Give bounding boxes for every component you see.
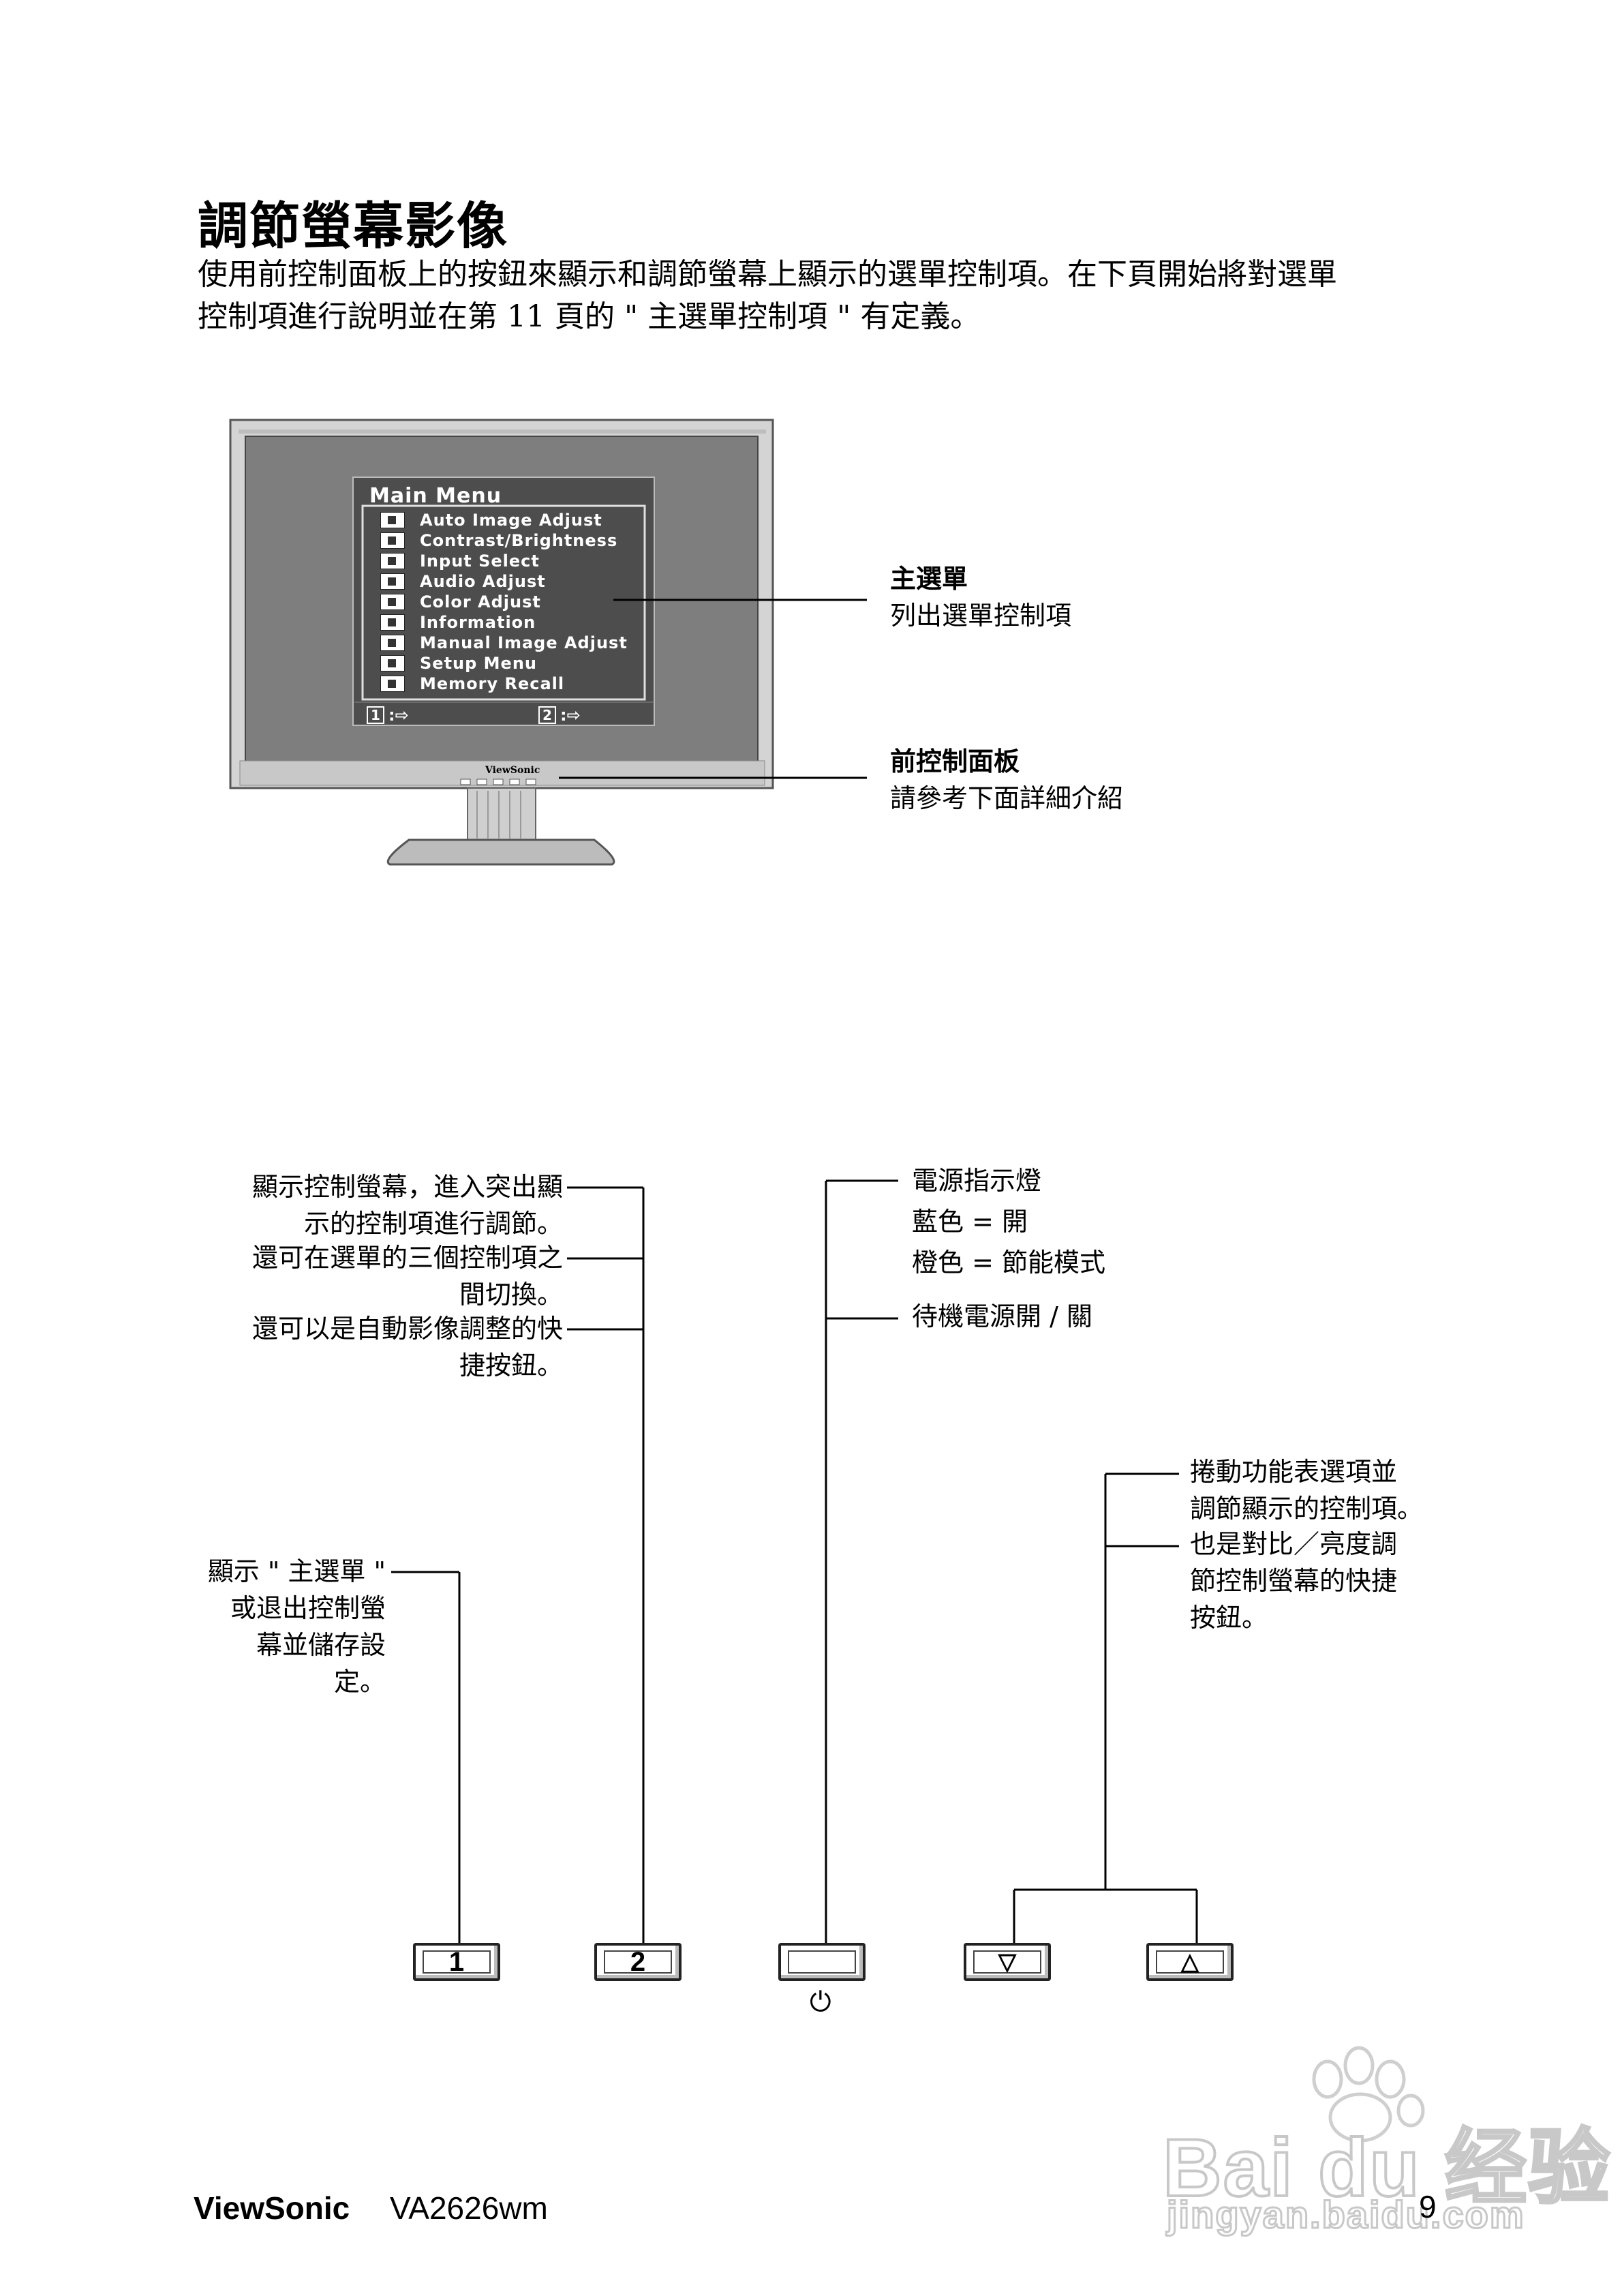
- osd-item-input-select: Input Select: [380, 551, 639, 571]
- callout-front-panel: 前控制面板 請參考下面詳細介紹: [890, 743, 1123, 817]
- osd-item-memory-recall: Memory Recall: [380, 674, 639, 694]
- callout-main-menu-head: 主選單: [890, 564, 968, 594]
- contrast-icon: [380, 532, 405, 549]
- enter-icon: :⇨: [560, 706, 581, 725]
- exit-icon: :⇨: [388, 706, 409, 725]
- callout-front-panel-desc: 請參考下面詳細介紹: [890, 783, 1124, 813]
- auto-adjust-icon: [380, 512, 405, 528]
- button-1[interactable]: 1: [413, 1943, 500, 1981]
- button2-note-3: 還可以是自動影像調整的快 捷按鈕。: [251, 1314, 563, 1380]
- callout-front-panel-head: 前控制面板: [890, 746, 1020, 776]
- button2-note-2: 還可在選單的三個控制項之 間切換。: [251, 1243, 563, 1310]
- up-button[interactable]: △: [1146, 1943, 1234, 1981]
- arrow-note-2: 也是對比／亮度調 節控制螢幕的快捷 按鈕。: [1190, 1529, 1398, 1633]
- power-indicator-orange: 橙色 = 節能模式: [912, 1248, 1105, 1278]
- intro-line-1: 使用前控制面板上的按鈕來顯示和調節螢幕上顯示的選單控制項。在下頁開始將對選單: [198, 257, 1337, 292]
- arrow-note-1: 捲動功能表選項並 調節顯示的控制項。: [1190, 1457, 1424, 1524]
- down-arrow-icon: ▽: [973, 1949, 1041, 1975]
- power-indicator-notes: 電源指示燈 藍色 = 開 橙色 = 節能模式: [912, 1160, 1105, 1283]
- callout-main-menu-desc: 列出選單控制項: [890, 601, 1072, 631]
- footer-model: VA2626wm: [390, 2190, 548, 2226]
- power-standby-note: 待機電源開 / 關: [912, 1301, 1092, 1331]
- audio-icon: [380, 573, 405, 590]
- osd-item-audio-adjust: Audio Adjust: [380, 571, 639, 592]
- osd-item-auto-image-adjust: Auto Image Adjust: [380, 510, 639, 530]
- recall-icon: [380, 676, 405, 692]
- power-indicator-label: 電源指示燈: [912, 1166, 1042, 1196]
- info-icon: [380, 614, 405, 631]
- page-title: 調節螢幕影像: [198, 197, 508, 256]
- monitor-brand: ViewSonic: [485, 765, 540, 776]
- osd-key-2: 2:⇨: [538, 705, 581, 725]
- watermark-paw-icon: [1312, 2046, 1425, 2143]
- osd-item-information: Information: [380, 612, 639, 633]
- osd-menu-title: Main Menu: [369, 484, 502, 508]
- osd-item-color-adjust: Color Adjust: [380, 592, 639, 612]
- color-icon: [380, 594, 405, 610]
- down-button[interactable]: ▽: [964, 1943, 1051, 1981]
- page-number: 9: [1419, 2189, 1437, 2224]
- osd-key-1: 1:⇨: [367, 705, 409, 725]
- manual-adjust-icon: [380, 635, 405, 651]
- button1-note: 顯示 " 主選單 " 或退出控制螢 幕並儲存設 定。: [207, 1556, 386, 1697]
- power-icon: ⏻: [810, 1987, 831, 2018]
- monitor-base: [386, 839, 615, 866]
- osd-item-setup-menu: Setup Menu: [380, 653, 639, 674]
- watermark-logo: Bai du 经验: [1161, 2121, 1612, 2215]
- button-2[interactable]: 2: [594, 1943, 682, 1981]
- callout-main-menu: 主選單 列出選單控制項: [890, 560, 1071, 634]
- osd-item-contrast-brightness: Contrast/Brightness: [380, 530, 639, 551]
- up-arrow-icon: △: [1156, 1949, 1224, 1975]
- power-button[interactable]: [778, 1943, 866, 1981]
- watermark-url: jingyan.baidu.com: [1166, 2192, 1525, 2237]
- osd-item-manual-image-adjust: Manual Image Adjust: [380, 633, 639, 653]
- monitor-neck: [467, 787, 536, 841]
- button2-note-1: 顯示控制螢幕，進入突出顯 示的控制項進行調節。: [251, 1172, 563, 1239]
- footer-brand: ViewSonic: [194, 2190, 350, 2226]
- power-indicator-blue: 藍色 = 開: [912, 1207, 1028, 1237]
- setup-icon: [380, 655, 405, 671]
- intro-line-2: 控制項進行說明並在第 11 頁的 " 主選單控制項 " 有定義。: [198, 299, 981, 334]
- input-icon: [380, 553, 405, 569]
- intro-paragraph: 使用前控制面板上的按鈕來顯示和調節螢幕上顯示的選單控制項。在下頁開始將對選單 控…: [198, 254, 1479, 338]
